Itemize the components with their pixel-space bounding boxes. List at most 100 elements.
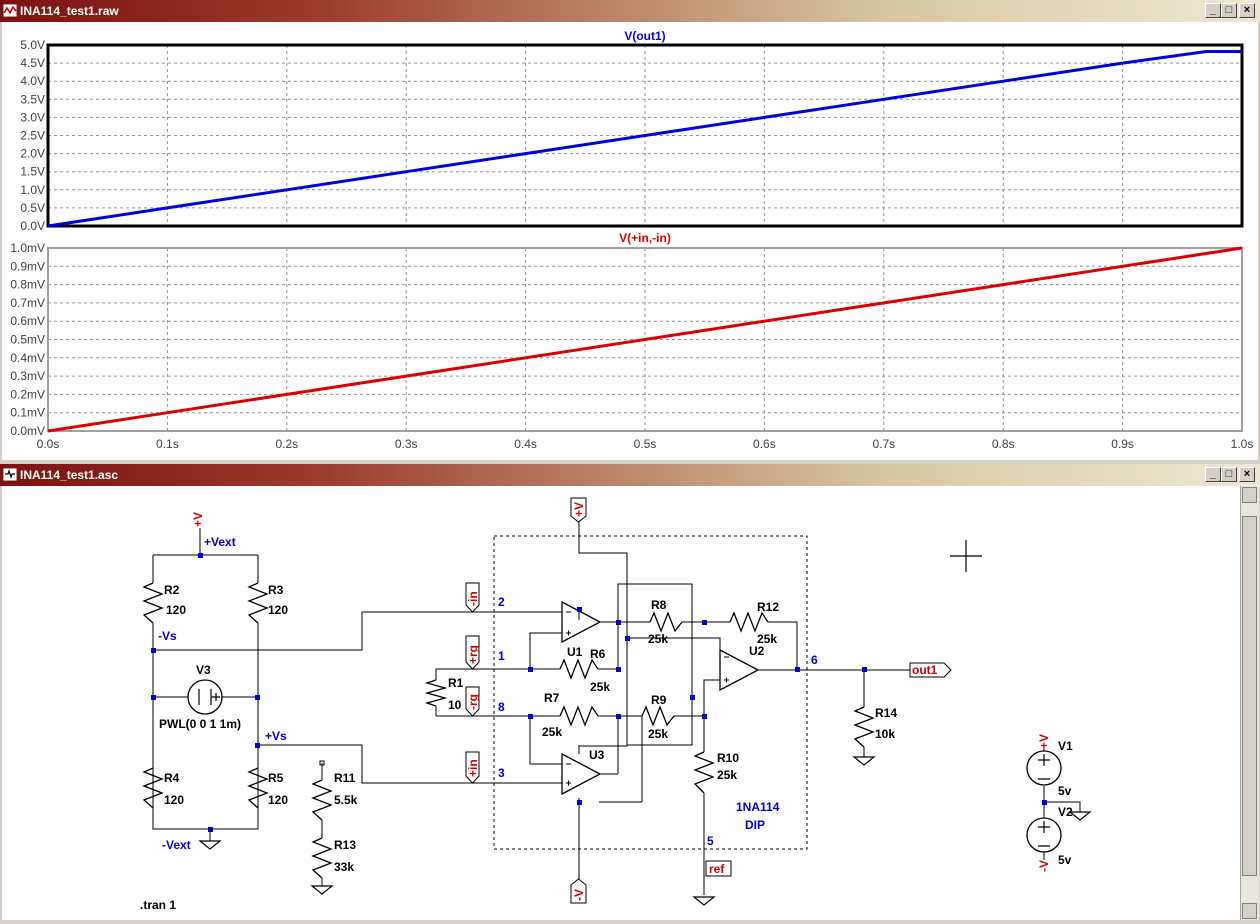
x-tick-label: 0.7s (872, 437, 895, 451)
opamp-U1-pins (566, 611, 571, 636)
grid-top (48, 45, 1242, 226)
input-wires (435, 611, 562, 784)
maximize-button[interactable]: □ (1221, 467, 1237, 482)
ref-R1: R1 (448, 676, 464, 690)
y-tick-label-vin-diff: 0.8mV (10, 278, 45, 292)
x-tick-label: 0.2s (275, 437, 298, 451)
trace-vout1-line[interactable] (47, 50, 1242, 228)
waveform-plot-area[interactable]: 0.0V0.5V1.0V1.5V2.0V2.5V3.0V3.5V4.0V4.5V… (2, 22, 1258, 460)
value-R7: 25k (542, 725, 562, 739)
block-label-line1: 1NA114 (736, 800, 780, 814)
net-label-pos-v-supply[interactable]: +V (1037, 734, 1051, 749)
ref-R2: R2 (164, 583, 180, 597)
supply-source-wires (1043, 745, 1081, 860)
ref-R10: R10 (717, 751, 739, 765)
resistor-R11[interactable] (311, 779, 333, 821)
x-tick-label: 1.0s (1231, 437, 1254, 451)
ref-R12: R12 (757, 600, 779, 614)
net-label-neg-vs: -Vs (158, 629, 177, 643)
value-V1: 5v (1058, 784, 1072, 798)
resistor-R12[interactable] (729, 611, 769, 633)
resistor-R1[interactable] (424, 679, 448, 707)
net-label-pos-v-top[interactable]: +V (191, 512, 205, 527)
resistor-R10[interactable] (693, 751, 715, 794)
open-terminal (319, 760, 325, 766)
net-label-neg-v-amp[interactable]: -V (572, 889, 586, 901)
trace-label-vout1[interactable]: V(out1) (624, 29, 665, 43)
pane-vin-diff-frame (47, 247, 1243, 432)
ground-symbol-ref (692, 896, 716, 906)
ref-R14: R14 (875, 706, 897, 720)
net-label-neg-rg[interactable]: -rg (466, 694, 480, 710)
net-label-pos-rg[interactable]: +rg (466, 645, 480, 664)
resistor-R4[interactable] (142, 767, 164, 809)
source-V2[interactable] (1026, 817, 1062, 853)
source-V3[interactable] (187, 679, 223, 715)
schematic-app-icon (3, 468, 17, 481)
net-flag-boxes (465, 497, 952, 904)
resistor-R5[interactable] (247, 767, 269, 809)
minimize-button[interactable]: _ (1205, 467, 1221, 482)
ground-symbol-r14 (852, 756, 876, 766)
ref-R13: R13 (334, 838, 356, 852)
pane-vout1: 0.0V0.5V1.0V1.5V2.0V2.5V3.0V3.5V4.0V4.5V… (20, 29, 1244, 233)
net-label-ref[interactable]: ref (709, 862, 725, 876)
ref-R9: R9 (651, 693, 667, 707)
y-tick-label-vout1: 3.5V (20, 92, 45, 106)
trace-label-vin-diff[interactable]: V(+in,-in) (619, 231, 671, 245)
y-tick-label-vout1: 5.0V (20, 38, 45, 52)
y-tick-label-vin-diff: 1.0mV (10, 241, 45, 255)
scroll-down-arrow-icon[interactable] (1242, 903, 1257, 919)
pane-vout1-frame (46, 43, 1244, 228)
net-label-neg-in[interactable]: -in (466, 591, 480, 606)
y-tick-label-vout1: 0.5V (20, 201, 45, 215)
resistor-R2[interactable] (142, 582, 164, 624)
net-label-pos-v-amp[interactable]: +V (572, 502, 586, 517)
opamp-U2[interactable] (719, 648, 760, 692)
scroll-up-arrow-icon[interactable] (1242, 487, 1257, 503)
pin-label-6: 6 (811, 653, 818, 667)
value-R12: 25k (757, 632, 777, 646)
close-button[interactable]: × (1239, 467, 1255, 482)
schematic-scrollbar[interactable] (1240, 486, 1259, 920)
waveform-titlebar[interactable]: INA114_test1.raw _ □ × (0, 0, 1260, 22)
resistor-R9[interactable] (641, 705, 675, 727)
spice-directive-tran[interactable]: .tran 1 (140, 898, 176, 912)
scroll-thumb[interactable] (1242, 516, 1257, 876)
close-button[interactable]: × (1239, 3, 1255, 18)
net-label-out1[interactable]: out1 (912, 663, 938, 677)
resistor-R14[interactable] (853, 706, 875, 748)
ground-symbol-supply (1068, 811, 1092, 821)
minimize-button[interactable]: _ (1205, 3, 1221, 18)
net-label-pos-vs: +Vs (265, 729, 287, 743)
ref-U3: U3 (589, 748, 605, 762)
opamp-U3[interactable] (561, 752, 602, 796)
resistor-R13[interactable] (311, 837, 333, 879)
ref-R5: R5 (268, 771, 284, 785)
resistor-R7[interactable] (559, 705, 599, 727)
waveform-app-icon (3, 4, 17, 17)
source-V1[interactable] (1026, 750, 1062, 786)
schematic-window-title: INA114_test1.asc (20, 468, 119, 482)
schematic-titlebar[interactable]: INA114_test1.asc _ □ × (0, 464, 1260, 486)
y-tick-label-vin-diff: 0.1mV (10, 406, 45, 420)
x-tick-label: 0.6s (753, 437, 776, 451)
y-tick-label-vout1: 4.5V (20, 56, 45, 70)
y-tick-label-vin-diff: 0.3mV (10, 369, 45, 383)
maximize-button[interactable]: □ (1221, 3, 1237, 18)
resistor-R3[interactable] (247, 582, 269, 624)
y-tick-label-vout1: 4.0V (20, 74, 45, 88)
net-label-pos-in[interactable]: +in (466, 759, 480, 777)
net-label-neg-v-supply[interactable]: -V (1037, 860, 1051, 872)
ref-R6: R6 (590, 647, 606, 661)
pane-vin-diff: 0.0mV0.1mV0.2mV0.3mV0.4mV0.5mV0.6mV0.7mV… (10, 231, 1253, 451)
x-tick-label: 0.0s (37, 437, 60, 451)
ref-R8: R8 (651, 598, 667, 612)
y-tick-label-vin-diff: 0.5mV (10, 333, 45, 347)
trace-vin-diff-line[interactable] (47, 246, 1243, 433)
resistor-R8[interactable] (649, 611, 683, 633)
schematic-canvas[interactable]: +V -in +rg -rg +in +V -V out1 ref +V -V … (2, 486, 1240, 920)
resistor-R6[interactable] (559, 658, 599, 680)
value-R14: 10k (875, 727, 895, 741)
